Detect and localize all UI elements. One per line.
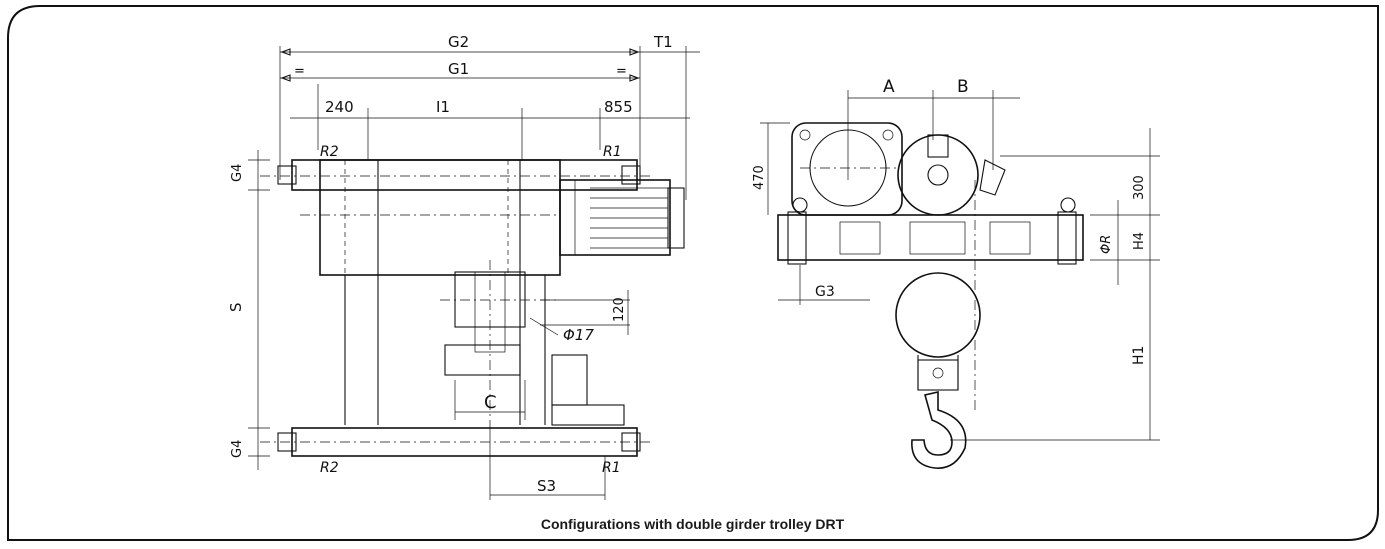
dim-g1: G1: [448, 60, 469, 78]
dim-g4-bottom: G4: [230, 440, 245, 458]
dim-470: 470: [752, 165, 767, 190]
dim-phi17: Φ17: [563, 326, 594, 344]
dim-h4: H4: [1132, 232, 1147, 250]
label-r1-top: R1: [603, 144, 622, 160]
frame-border: [7, 5, 1379, 541]
dim-g4-top: G4: [230, 164, 245, 182]
dim-240: 240: [325, 98, 354, 116]
label-r2-bottom: R2: [320, 460, 339, 476]
dim-t1: T1: [653, 33, 673, 51]
figure-caption: Configurations with double girder trolle…: [540, 516, 845, 532]
trolley-side-view: [760, 90, 1160, 469]
dim-i1: I1: [436, 98, 450, 116]
dim-c: C: [484, 392, 497, 413]
label-r1-bottom: R1: [602, 460, 621, 476]
dim-s: S: [227, 302, 245, 312]
dim-eq-right: =: [616, 64, 627, 79]
dim-a: A: [883, 77, 895, 97]
trolley-plan-view: [248, 46, 700, 500]
dim-855: 855: [604, 98, 633, 116]
dim-eq-left: =: [294, 64, 305, 79]
dim-h1: H1: [1131, 346, 1147, 365]
dim-g3: G3: [815, 284, 835, 300]
dim-300: 300: [1132, 175, 1147, 200]
dim-g2: G2: [448, 33, 469, 51]
dim-phir: ΦR: [1099, 235, 1114, 254]
dim-b: B: [957, 77, 969, 97]
label-r2-top: R2: [320, 144, 339, 160]
dim-120: 120: [612, 297, 627, 322]
dim-s3: S3: [537, 477, 556, 495]
